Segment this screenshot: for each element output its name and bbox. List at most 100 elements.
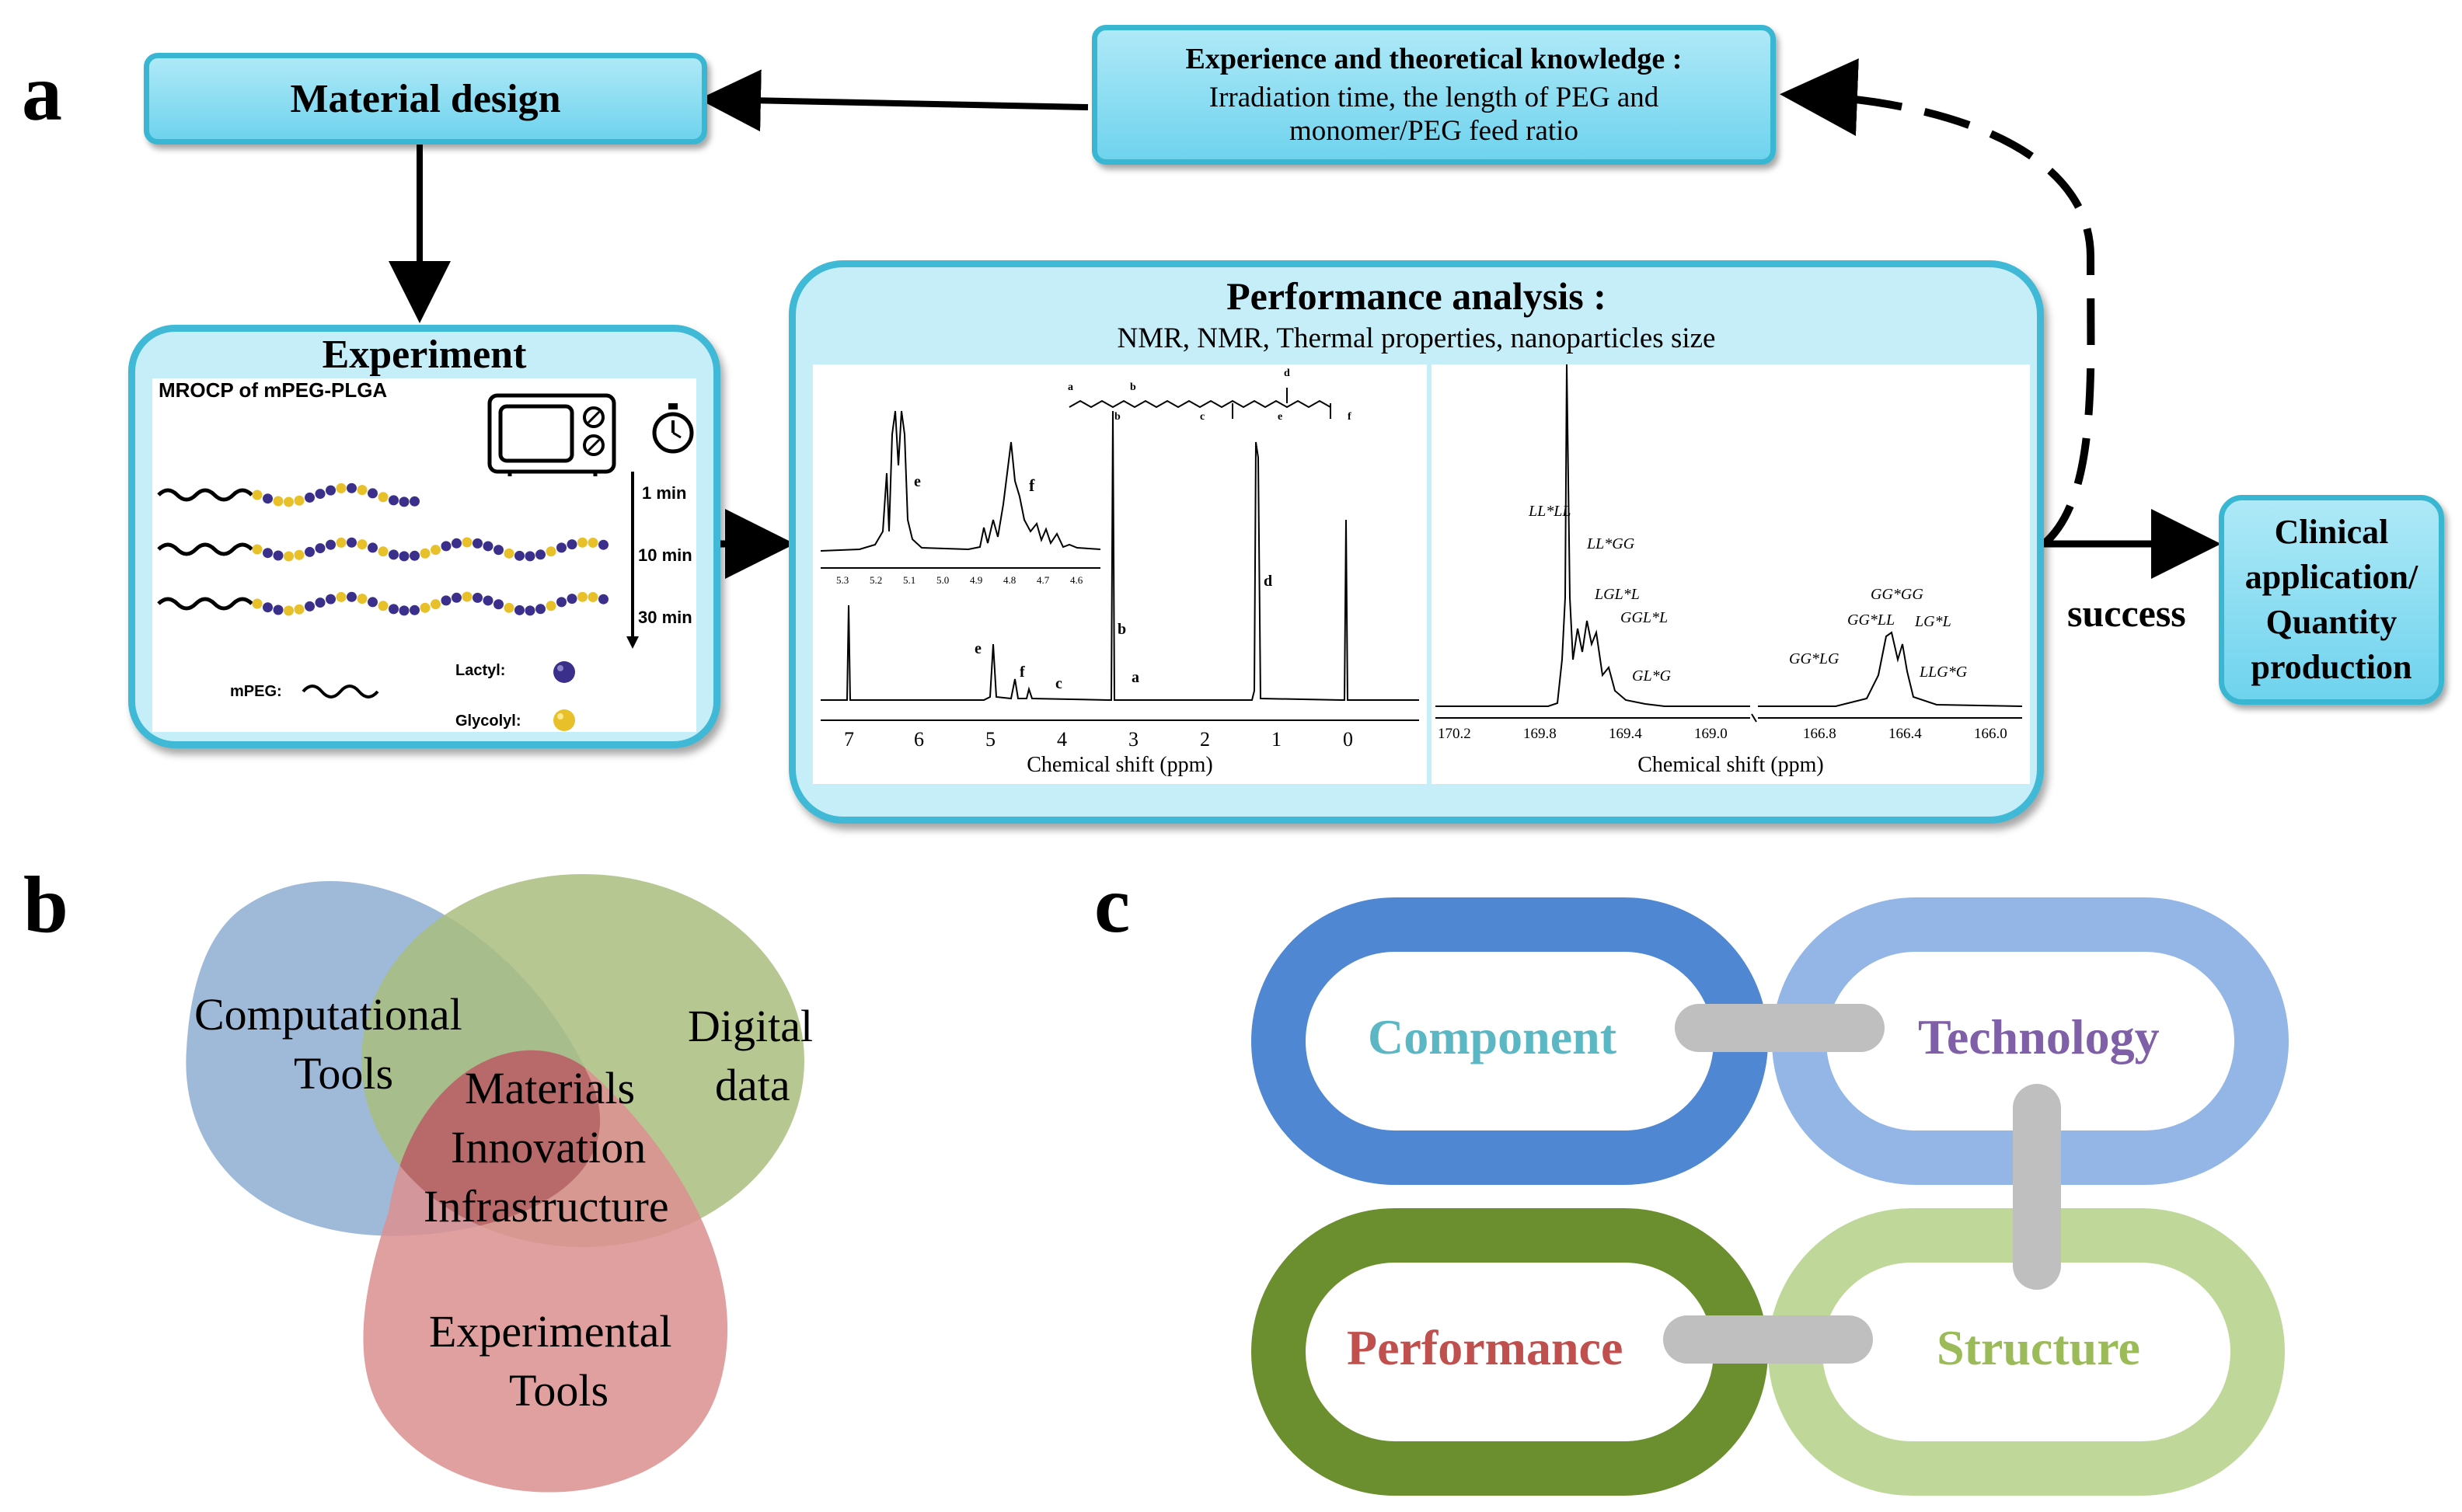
s2-peak-3: GGL*L <box>1620 609 1669 626</box>
glycolyl-bead <box>284 605 294 616</box>
clinical-line2: application/ <box>2244 558 2418 596</box>
s2-peak-1: LL*GG <box>1587 535 1635 552</box>
lactyl-bead <box>315 489 326 500</box>
spectrum1-svg <box>820 388 1419 721</box>
knowledge-title: Experience and theoretical knowledge : <box>1185 43 1683 75</box>
peak-label-c: c <box>1055 675 1062 692</box>
clinical-line4: production <box>2251 648 2412 686</box>
lactyl-bead <box>273 550 284 561</box>
inset-peak-e: e <box>914 473 921 490</box>
legend-glycolyl-ball <box>553 709 575 731</box>
arrow-feedback-dashed <box>1780 58 2095 547</box>
lactyl-bead <box>452 538 462 549</box>
struct-label-f: f <box>1348 411 1351 423</box>
lactyl-bead <box>326 485 336 496</box>
s2-peak-2: LGL*L <box>1595 586 1640 603</box>
s1-tick-2: 2 <box>1200 728 1210 751</box>
lactyl-bead <box>567 594 577 604</box>
mpeg-wave-2 <box>157 542 253 556</box>
s2-tick-1: 169.8 <box>1523 726 1557 742</box>
s1-tick-1: 1 <box>1271 728 1282 751</box>
s2-peak-5: GG*GG <box>1871 586 1923 603</box>
glycolyl-bead <box>577 537 588 548</box>
venn-center-line1: Materials <box>465 1063 636 1113</box>
glycolyl-bead <box>378 546 389 557</box>
lactyl-bead <box>535 549 546 560</box>
glycolyl-bead <box>420 602 431 613</box>
performance-title: Performance analysis : <box>1226 274 1606 318</box>
s2-peak-9: LLG*G <box>1920 664 1968 681</box>
chain-label-performance: Performance <box>1347 1320 1623 1375</box>
material-design-box: Material design <box>144 53 707 145</box>
glycolyl-bead <box>284 551 294 562</box>
lactyl-bead <box>483 541 493 552</box>
venn-digital-line2: data <box>715 1060 790 1110</box>
s2-peak-8: GG*LG <box>1789 650 1840 667</box>
struct-label-c: c <box>1200 411 1205 423</box>
s1-tick-0: 0 <box>1343 728 1353 751</box>
glycolyl-bead <box>546 546 556 557</box>
s2-tick-0: 170.2 <box>1438 726 1471 742</box>
time-arrow <box>626 472 639 649</box>
arrow-knowledge-to-design <box>699 69 1089 132</box>
performance-box: Performance analysis : NMR, NMR, Thermal… <box>789 260 2044 824</box>
glycolyl-bead <box>462 537 473 548</box>
experiment-inner: MROCP of mPEG-PLGA 1 min 10 min 30 <box>152 378 696 732</box>
lactyl-bead <box>389 604 399 615</box>
glycolyl-bead <box>577 591 588 602</box>
knowledge-line2: monomer/PEG feed ratio <box>1289 115 1578 147</box>
venn-center-line3: Infrastructure <box>424 1181 669 1232</box>
glycolyl-bead <box>294 549 305 560</box>
lactyl-bead <box>368 542 378 553</box>
venn-computational-line2: Tools <box>294 1048 394 1099</box>
s1-tick-7: 7 <box>844 728 854 751</box>
chain-label-structure: Structure <box>1937 1320 2140 1375</box>
struct-label-b1: b <box>1130 381 1136 393</box>
clinical-line1: Clinical <box>2274 513 2389 551</box>
spectrum1-panel: 5.3 5.2 5.1 5.0 4.9 4.8 4.7 4.6 e f a b … <box>813 364 1427 784</box>
legend-mpeg-wave <box>302 685 379 699</box>
lactyl-bead <box>347 483 357 493</box>
glycolyl-bead <box>378 601 389 611</box>
spectrum2-xlabel: Chemical shift (ppm) <box>1637 753 1824 777</box>
lactyl-bead <box>399 551 410 562</box>
lactyl-bead <box>598 539 609 550</box>
polymer-chains <box>157 483 609 616</box>
chain-diagram <box>1251 897 2289 1496</box>
s1-tick-3: 3 <box>1128 728 1139 751</box>
clinical-box: Clinical application/ Quantity productio… <box>2219 495 2444 705</box>
lactyl-bead <box>368 488 378 499</box>
lactyl-bead <box>410 496 420 507</box>
lactyl-bead <box>399 496 410 507</box>
legend-glycolyl-label: Glycolyl: <box>455 712 521 730</box>
time-30min: 30 min <box>638 608 692 627</box>
peak-label-e: e <box>975 640 982 657</box>
connector-performance-structure <box>1663 1315 1873 1364</box>
legend-lactyl-label: Lactyl: <box>455 662 506 679</box>
inset-tick-0: 5.3 <box>836 574 849 586</box>
lactyl-bead <box>389 495 399 506</box>
lactyl-bead <box>556 597 567 608</box>
glycolyl-bead <box>294 604 305 615</box>
lactyl-bead <box>305 601 315 611</box>
mpeg-wave-1 <box>157 488 253 502</box>
glycolyl-bead <box>252 544 263 555</box>
inset-tick-6: 4.7 <box>1037 574 1050 586</box>
glycolyl-bead <box>252 489 263 500</box>
glycolyl-bead <box>357 539 368 550</box>
struct-label-a: a <box>1068 381 1073 393</box>
lactyl-bead <box>598 594 609 604</box>
inset-spectrum-trace <box>820 410 1101 552</box>
inset-tick-3: 5.0 <box>936 574 950 586</box>
panel-a-letter: a <box>22 48 62 138</box>
lactyl-bead <box>389 549 399 560</box>
lactyl-bead <box>493 599 504 610</box>
lactyl-bead <box>326 539 336 550</box>
venn-experimental-line1: Experimental <box>429 1306 672 1357</box>
time-1min: 1 min <box>642 483 687 503</box>
lactyl-bead <box>441 595 452 606</box>
inset-peak-f: f <box>1029 476 1035 495</box>
panel-a-arrows <box>389 58 2221 579</box>
lactyl-bead <box>473 538 483 549</box>
s2-tick-6: 166.0 <box>1974 726 2007 742</box>
